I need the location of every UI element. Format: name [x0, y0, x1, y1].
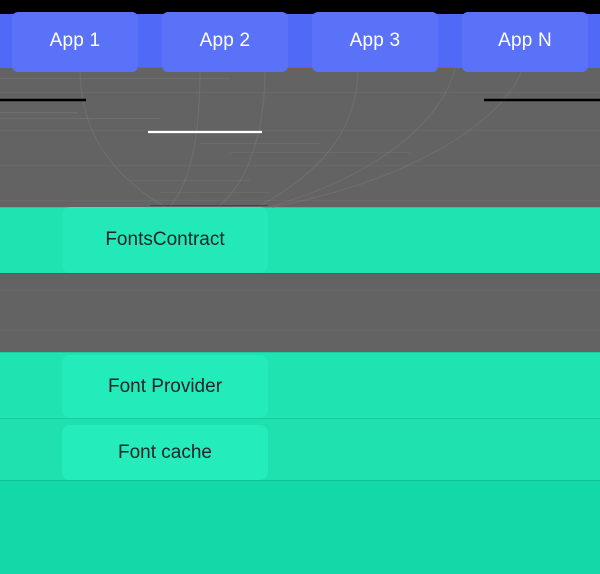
node-font-provider-label: Font Provider — [107, 375, 223, 397]
node-font-cache-label: Font cache — [118, 441, 212, 463]
band-bottom — [0, 480, 600, 574]
band-top-black — [0, 0, 600, 14]
app-tab-n-label: App N — [498, 30, 552, 51]
node-font-cache[interactable]: Font cache — [62, 425, 268, 480]
app-tab-3-chip — [312, 12, 438, 72]
app-tab-1-chip — [12, 12, 138, 72]
node-font-provider[interactable]: Font Provider — [62, 355, 268, 418]
app-tab-row: App 1 App 2 App 3 App N — [0, 12, 600, 72]
app-tab-2-chip — [162, 12, 288, 72]
app-tab-3[interactable]: App 3 — [300, 12, 450, 72]
band-grey-lower — [0, 273, 600, 352]
app-tab-2-label: App 2 — [199, 30, 251, 51]
app-tab-n-chip — [462, 12, 588, 72]
app-tab-1-label: App 1 — [49, 30, 101, 51]
app-tab-3-label: App 3 — [349, 30, 401, 51]
band-grey-upper — [0, 68, 600, 207]
node-fontscontract[interactable]: FontsContract — [62, 207, 268, 273]
app-tab-2[interactable]: App 2 — [150, 12, 300, 72]
node-fontscontract-label: FontsContract — [105, 229, 225, 250]
connector-arrows — [0, 60, 600, 215]
app-tab-1[interactable]: App 1 — [0, 12, 150, 72]
app-tab-n[interactable]: App N — [450, 12, 600, 72]
